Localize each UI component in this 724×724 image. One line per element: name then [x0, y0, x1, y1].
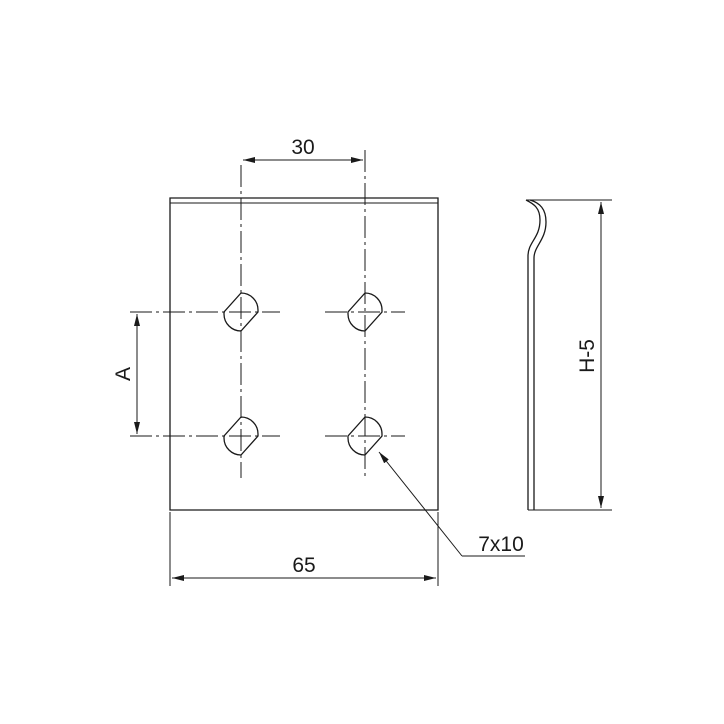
side-profile-right: [529, 199, 547, 510]
hole-top-right: [347, 292, 383, 332]
side-profile-left: [525, 199, 541, 510]
dim-label-30: 30: [291, 136, 314, 159]
dim-label-65: 65: [292, 554, 315, 577]
dimension-hole-spacing-y: A: [112, 314, 140, 434]
plate-side-view: H-5: [525, 199, 612, 511]
hole-size-leader: 7x10: [378, 451, 525, 557]
hole-center-lines: [130, 150, 405, 478]
dimension-width: 65: [169, 512, 439, 586]
plate-front-view: [169, 197, 439, 511]
hole-bottom-left: [223, 416, 259, 456]
dim-label-height: H-5: [576, 339, 599, 373]
leader-line: [378, 451, 463, 557]
dim-label-a: A: [112, 367, 135, 381]
plate-outline: [169, 197, 439, 511]
hole-bottom-right: [347, 416, 383, 456]
hole-top-left: [223, 292, 259, 332]
hole-size-label: 7x10: [478, 533, 524, 556]
holes: [223, 292, 383, 456]
dimension-hole-spacing-x: 30: [243, 136, 363, 163]
